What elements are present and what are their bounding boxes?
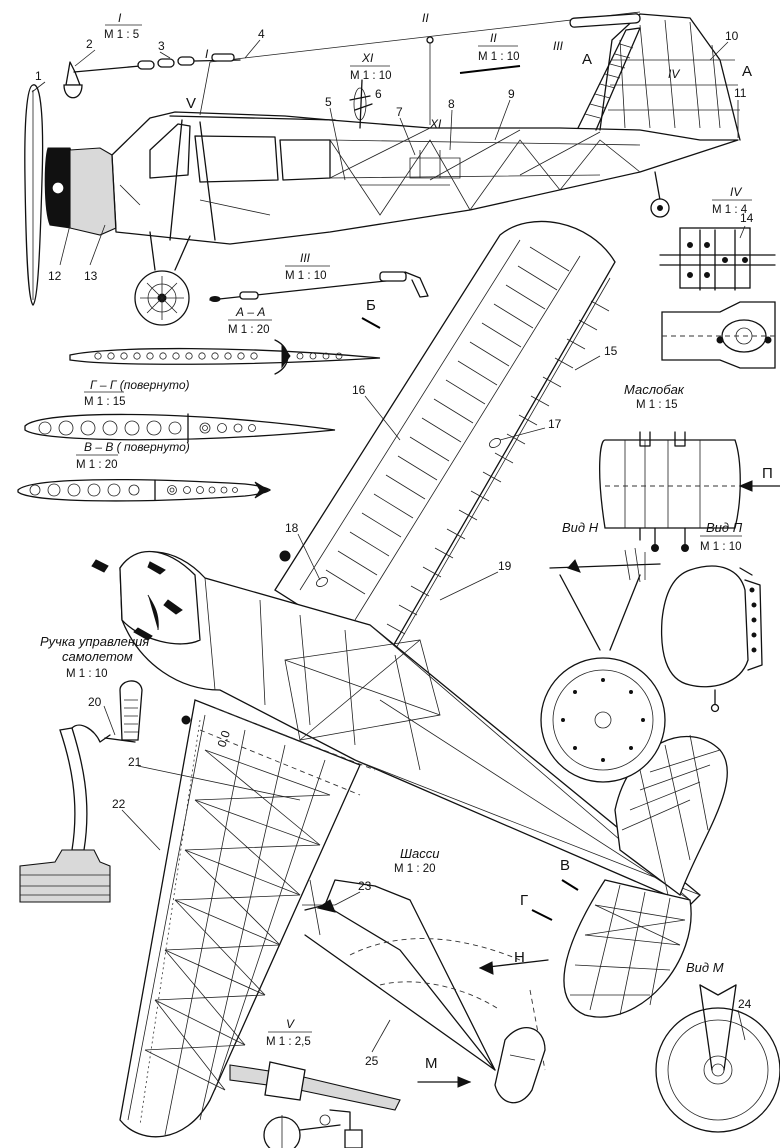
leader-lines <box>31 39 746 1053</box>
oil-tank-scale: М 1 : 15 <box>636 399 678 411</box>
callout-6: 6 <box>375 87 382 101</box>
mark-V-letter: В <box>560 857 570 874</box>
detail-II-id: II <box>490 31 497 45</box>
cut-mark-G <box>531 909 553 921</box>
mark-XI-side: XI <box>429 117 442 131</box>
callout-2: 2 <box>86 37 93 51</box>
control-stick <box>19 680 143 903</box>
callout-22: 22 <box>112 797 126 811</box>
callout-3: 3 <box>158 39 165 53</box>
mark-M: М <box>425 1055 438 1072</box>
callout-20: 20 <box>88 695 102 709</box>
callout-15: 15 <box>604 344 618 358</box>
view-P <box>660 565 763 713</box>
detail-III-id: III <box>300 251 311 265</box>
detail-V-scale: M 1 : 2,5 <box>266 1036 311 1048</box>
detail-V <box>229 1061 401 1148</box>
detail-XI <box>349 79 373 129</box>
gear-scale: М 1 : 20 <box>394 863 436 875</box>
view-P-title: Вид П <box>706 520 743 535</box>
landing-gear <box>302 879 549 1104</box>
callout-13: 13 <box>84 269 98 283</box>
view-M-title: Вид М <box>686 960 724 975</box>
mark-I-side: I <box>205 47 209 61</box>
section-A-A <box>69 339 381 375</box>
detail-IV <box>659 227 776 369</box>
callout-10: 10 <box>725 29 739 43</box>
stick-title-line1: Ручка управления <box>40 634 149 649</box>
section-G-G <box>24 413 336 443</box>
callout-12: 12 <box>48 269 62 283</box>
mark-V-side: V <box>186 95 196 112</box>
callout-25: 25 <box>365 1054 379 1068</box>
section-A-A-title: А – А <box>235 305 265 319</box>
mark-G: Г <box>520 892 528 909</box>
mark-P: П <box>762 465 773 482</box>
gear-title: Шасси <box>400 846 439 861</box>
section-V-V-title: В – В ( повернуто) <box>84 440 190 454</box>
cut-mark-B <box>361 317 381 329</box>
oil-tank <box>599 431 780 552</box>
callout-14: 14 <box>740 211 754 225</box>
callout-9: 9 <box>508 87 515 101</box>
detail-III-scale: M 1 : 10 <box>285 270 327 282</box>
callout-4: 4 <box>258 27 265 41</box>
callout-11: 11 <box>734 86 747 100</box>
callout-23: 23 <box>358 879 372 893</box>
detail-III-rod <box>209 271 429 302</box>
mark-B: Б <box>366 297 376 314</box>
section-A-A-scale: М 1 : 20 <box>228 324 270 336</box>
detail-II-scale: M 1 : 10 <box>478 51 520 63</box>
callout-5: 5 <box>325 95 332 109</box>
side-view-fuselage <box>24 11 741 326</box>
detail-I-turnbuckle <box>63 53 241 99</box>
mark-A-left: А <box>582 51 592 68</box>
view-P-scale: М 1 : 10 <box>700 541 742 553</box>
mark-A-right: А <box>742 63 752 80</box>
cut-mark-V <box>561 879 579 891</box>
detail-I-scale: M 1 : 5 <box>104 29 139 41</box>
callout-7: 7 <box>396 105 403 119</box>
section-G-G-scale: М 1 : 15 <box>84 396 126 408</box>
callout-numbers: 1 2 3 4 5 6 7 8 9 10 11 12 13 14 15 16 1… <box>35 27 754 1068</box>
oil-tank-title: Маслобак <box>624 382 685 397</box>
plan-view: 0.0 <box>91 220 729 1138</box>
detail-I-id: I <box>118 11 122 25</box>
detail-labels: I M 1 : 5 I V XI M 1 : 10 XI II II M 1 :… <box>40 11 773 1072</box>
view-N-title: Вид Н <box>562 520 599 535</box>
detail-V-id: V <box>286 1017 295 1031</box>
detail-IV-id: IV <box>730 185 742 199</box>
mark-N: Н <box>514 949 525 966</box>
mark-IV-side: IV <box>668 67 680 81</box>
stick-title-line2: самолетом <box>62 649 133 664</box>
section-G-G-title: Г – Г (повернуто) <box>90 378 190 392</box>
detail-II-mark <box>459 65 521 74</box>
view-M <box>655 984 780 1133</box>
callout-19: 19 <box>498 559 512 573</box>
svg-text:0.0: 0.0 <box>215 728 234 749</box>
callout-18: 18 <box>285 521 299 535</box>
callout-21: 21 <box>128 755 142 769</box>
detail-XI-scale: M 1 : 10 <box>350 70 392 82</box>
callout-1: 1 <box>35 69 42 83</box>
callout-17: 17 <box>548 417 562 431</box>
section-V-V <box>17 479 272 502</box>
callout-8: 8 <box>448 97 455 111</box>
section-V-V-scale: М 1 : 20 <box>76 459 118 471</box>
callout-24: 24 <box>738 997 752 1011</box>
detail-IV-scale: M 1 : 4 <box>712 204 748 216</box>
mark-II-wire: II <box>422 11 429 25</box>
mark-III-side: III <box>553 39 564 53</box>
callout-16: 16 <box>352 383 366 397</box>
view-N <box>540 547 666 783</box>
detail-XI-id: XI <box>361 51 374 65</box>
stick-scale: М 1 : 10 <box>66 668 108 680</box>
